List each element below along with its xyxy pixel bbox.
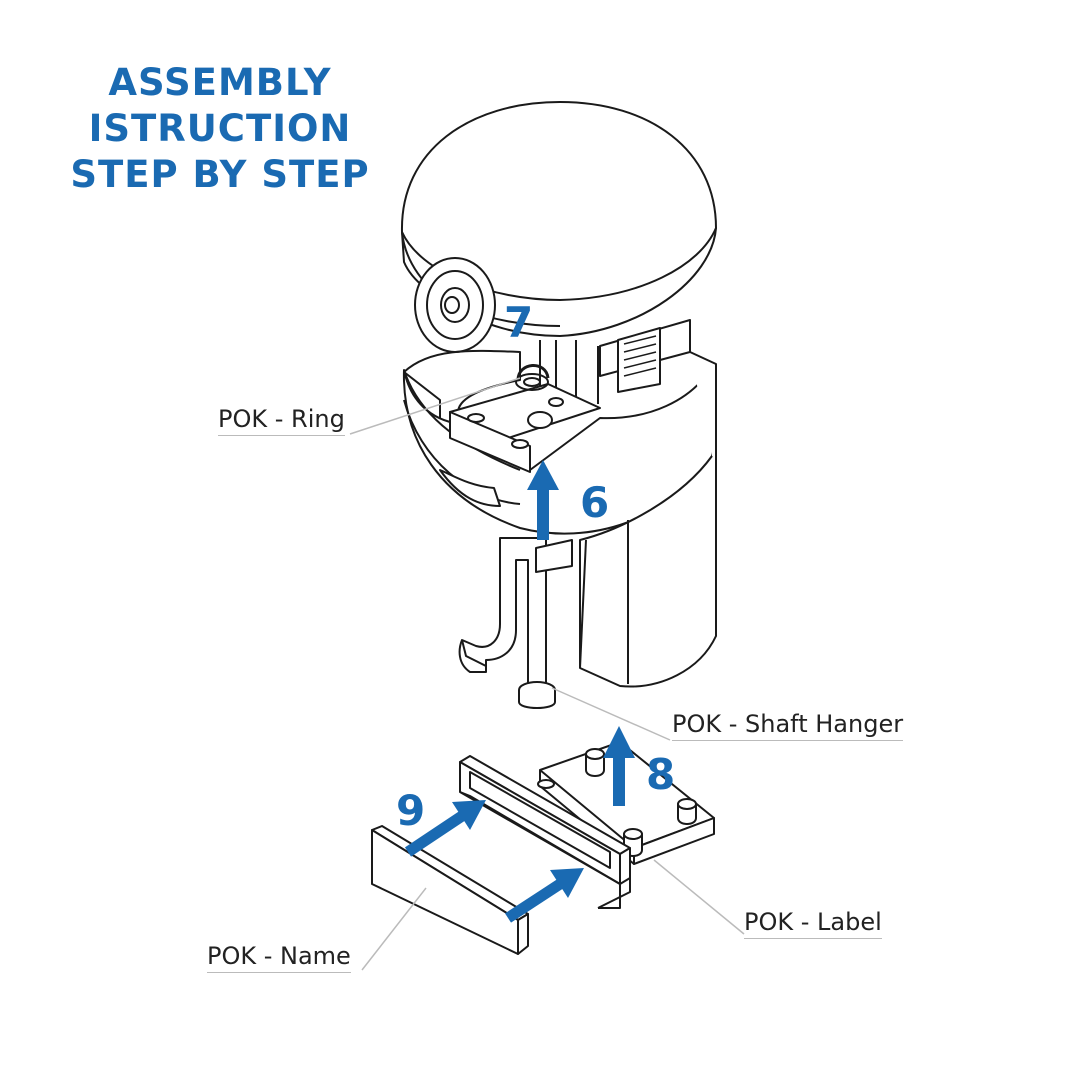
arrow-step-9a <box>404 800 486 857</box>
callout-name: POK - Name <box>207 942 351 973</box>
leader-label <box>653 859 745 935</box>
page-title: ASSEMBLY ISTRUCTION STEP BY STEP <box>40 60 400 198</box>
leader-name <box>361 887 427 971</box>
title-line-2: ISTRUCTION <box>88 107 352 150</box>
callout-label: POK - Label <box>744 908 882 939</box>
step-number-6: 6 <box>580 478 610 527</box>
callout-shaft-hanger: POK - Shaft Hanger <box>672 710 904 741</box>
title-line-1: ASSEMBLY <box>108 61 332 104</box>
arrow-step-6 <box>527 460 559 540</box>
arrow-step-8 <box>603 726 635 806</box>
label-frame <box>459 755 631 909</box>
pokeball-button <box>414 257 496 353</box>
title-line-3: STEP BY STEP <box>70 153 370 196</box>
stand-block <box>579 351 717 688</box>
leader-ring <box>349 377 521 435</box>
leader-lines <box>349 377 745 971</box>
arrow-step-9b <box>504 868 584 923</box>
pokeball-ring-part <box>515 364 550 391</box>
callout-ring: POK - Ring <box>218 405 345 436</box>
pokeball-base-plate <box>449 383 601 473</box>
step-number-7: 7 <box>504 298 534 347</box>
step-number-9: 9 <box>396 786 426 835</box>
pokeball-bottom-shell <box>402 349 716 535</box>
step-number-8: 8 <box>646 750 676 799</box>
assembly-arrows <box>404 460 635 923</box>
leader-shaft-hanger <box>551 687 671 741</box>
shaft-hanger-hook <box>458 537 573 709</box>
name-plate <box>371 825 529 955</box>
